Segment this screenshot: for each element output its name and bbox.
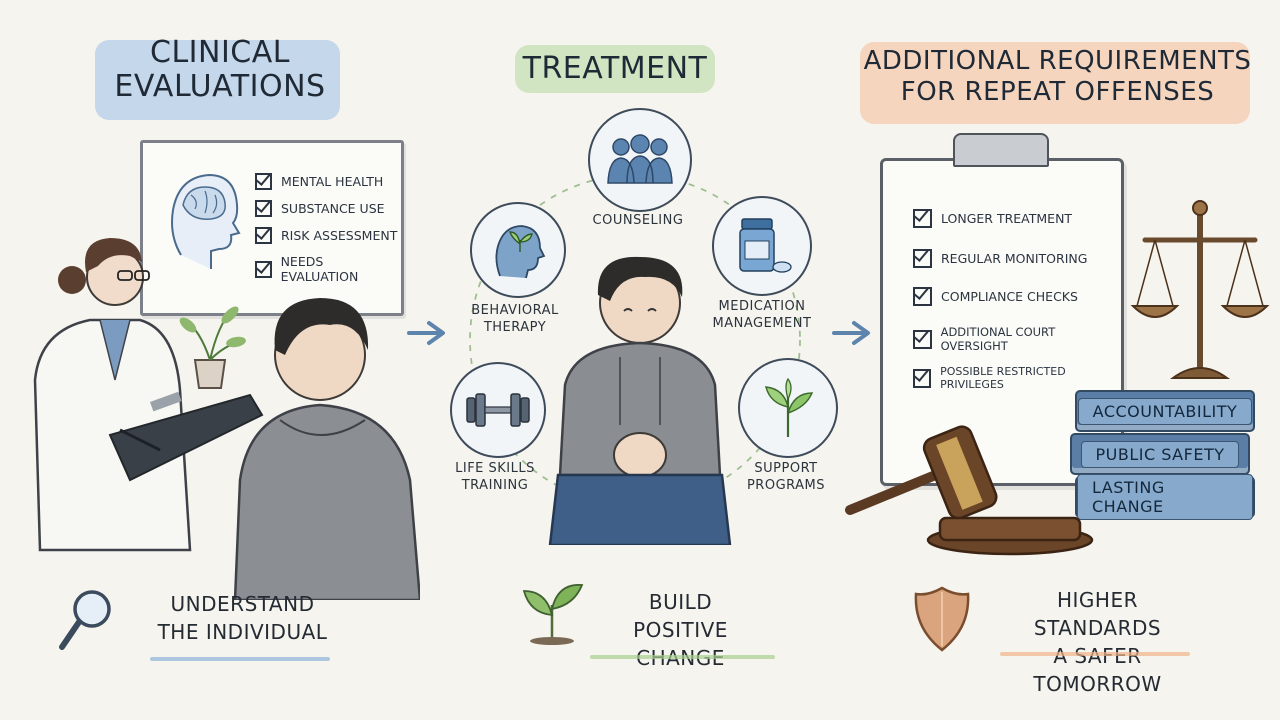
patient-figure — [233, 298, 420, 600]
head-sprout-icon — [495, 225, 546, 279]
scales-of-justice-icon — [1130, 200, 1270, 379]
sprout-icon — [765, 377, 814, 437]
head-brain-icon — [171, 173, 241, 269]
life-skills-node — [450, 362, 546, 458]
checkbox-checked-icon — [913, 368, 932, 388]
behavioral-therapy-node — [470, 202, 566, 298]
clinician-figure — [33, 238, 264, 552]
checkbox-checked-icon — [913, 329, 932, 349]
group-people-icon — [607, 134, 673, 184]
book-accountability: ACCOUNTABILITY — [1075, 390, 1255, 432]
caption-underline — [1000, 652, 1190, 656]
shield-icon — [914, 586, 970, 652]
counseling-label: COUNSELING — [592, 213, 684, 228]
checkbox-checked-icon — [255, 173, 272, 190]
checkbox-checked-icon — [255, 260, 272, 278]
clinician-patient-illustration — [33, 238, 420, 600]
plant-icon — [179, 306, 246, 389]
treatment-cycle-lines — [469, 174, 801, 506]
right-arrow-icon — [407, 321, 445, 345]
clipboard-clip — [953, 133, 1049, 167]
caption-underline — [150, 657, 330, 661]
checkbox-checked-icon — [255, 200, 272, 217]
book-public-safety: PUBLIC SAFETY — [1070, 433, 1250, 475]
clinical-title-line1: CLINICAL — [150, 35, 290, 70]
title-highlight — [515, 45, 715, 93]
clipboard-item: REGULAR MONITORING — [913, 249, 1087, 268]
checklist-item: RISK ASSESSMENT — [255, 227, 397, 244]
behavioral-therapy-label: BEHAVIORAL THERAPY — [471, 303, 559, 335]
treatment-panel: TREATMENT COUNSELING BEHAVIORAL THERAPY — [420, 0, 870, 720]
life-skills-label: LIFE SKILLS TRAINING — [455, 461, 535, 493]
clipboard-item: LONGER TREATMENT — [913, 209, 1072, 228]
title-highlight — [95, 40, 340, 120]
checklist-item: NEEDS EVALUATION — [255, 254, 401, 284]
seedling-icon — [522, 584, 584, 645]
clipboard-item: COMPLIANCE CHECKS — [913, 287, 1078, 306]
medication-management-label: MEDICATION MANAGEMENT — [712, 299, 812, 331]
dumbbell-icon — [466, 393, 530, 427]
clinical-caption: UNDERSTAND THE INDIVIDUAL — [157, 592, 328, 644]
checkbox-checked-icon — [913, 287, 932, 306]
checklist-item: MENTAL HEALTH — [255, 173, 383, 190]
checkbox-checked-icon — [255, 227, 272, 244]
clipboard-item: ADDITIONAL COURT OVERSIGHT — [913, 325, 1121, 353]
whiteboard: MENTAL HEALTH SUBSTANCE USE RISK ASSESSM… — [140, 140, 404, 316]
medication-management-node — [712, 196, 812, 296]
right-arrow-icon — [832, 321, 870, 345]
title-highlight — [860, 42, 1250, 124]
counseling-node — [588, 108, 692, 212]
clinical-title-line2: EVALUATIONS — [114, 69, 326, 104]
clinical-evaluations-panel: CLINICAL EVALUATIONS MENTAL HEALTH SUBST… — [0, 0, 445, 720]
clinical-title: CLINICAL EVALUATIONS — [90, 36, 350, 104]
gavel-icon — [845, 425, 1094, 556]
young-man-figure — [548, 256, 732, 545]
repeat-caption: HIGHER STANDARDS A SAFER TOMORROW — [1033, 588, 1162, 696]
checkbox-checked-icon — [913, 249, 932, 268]
pill-bottle-icon — [739, 218, 792, 273]
support-programs-node — [738, 358, 838, 458]
support-programs-label: SUPPORT PROGRAMS — [746, 461, 826, 493]
repeat-title: ADDITIONAL REQUIREMENTS FOR REPEAT OFFEN… — [863, 46, 1252, 107]
caption-underline — [590, 655, 775, 659]
checklist-item: SUBSTANCE USE — [255, 200, 385, 217]
clipboard-item: POSSIBLE RESTRICTED PRIVILEGES — [913, 365, 1121, 391]
magnifying-glass-icon — [59, 590, 111, 650]
book-lasting-change: LASTING CHANGE — [1075, 474, 1255, 520]
treatment-caption: BUILD POSITIVE CHANGE — [633, 590, 728, 670]
repeat-offenses-panel: ADDITIONAL REQUIREMENTS FOR REPEAT OFFEN… — [840, 0, 1280, 720]
checkbox-checked-icon — [913, 209, 932, 228]
treatment-title: TREATMENT — [522, 51, 708, 86]
